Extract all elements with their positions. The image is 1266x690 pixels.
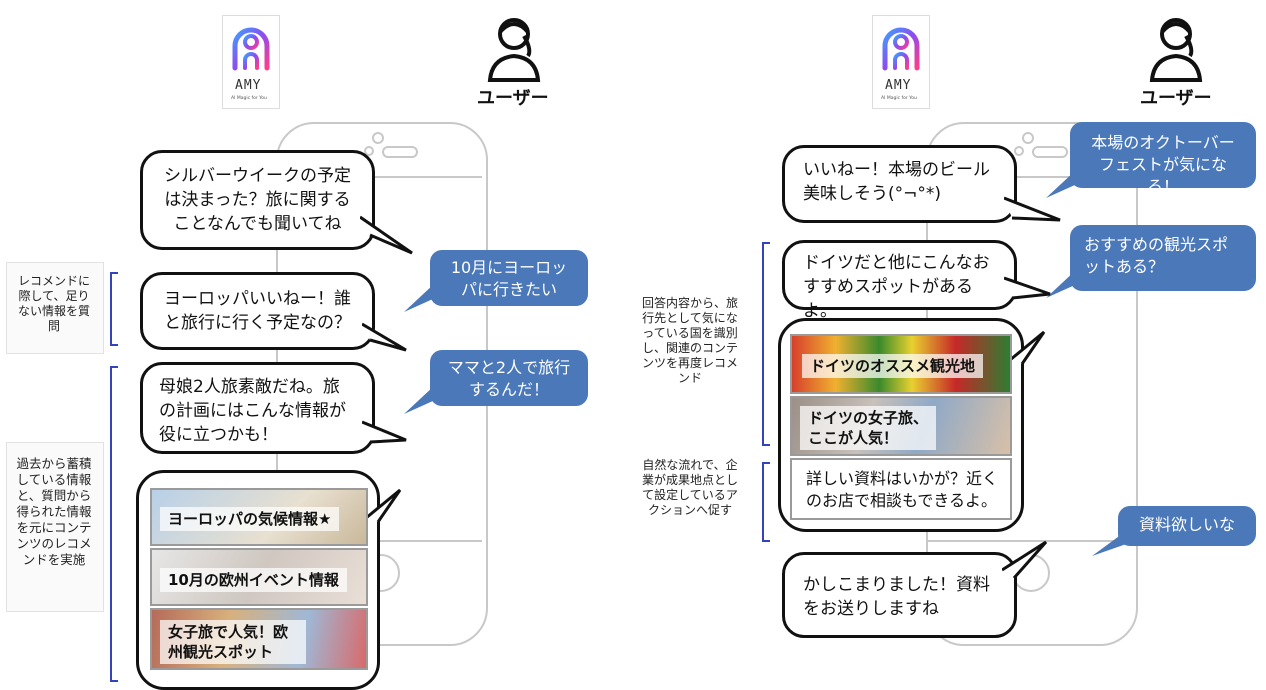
bubble-tail <box>362 322 407 352</box>
amy-logo: AMY AI Magic for You <box>222 15 280 109</box>
content-banner[interactable]: ヨーロッパの気候情報★ <box>150 488 368 546</box>
amy-tagline: AI Magic for You <box>231 96 267 101</box>
bubble-tail <box>1002 540 1048 579</box>
phone-speaker <box>382 146 418 158</box>
phone-screen-bottom <box>278 540 482 542</box>
annotation-brace <box>110 366 118 682</box>
annotation-brace <box>110 272 118 346</box>
content-banner[interactable]: 女子旅で人気！欧州観光スポット <box>150 608 368 670</box>
annotation-note: レコメンドに際して、足りない情報を質問 <box>17 274 90 333</box>
bot-message: ヨーロッパいいねー！誰と旅行に行く予定なの？ <box>140 272 375 350</box>
content-banner[interactable]: ドイツのオススメ観光地 <box>790 334 1012 394</box>
bot-message-text: ヨーロッパいいねー！誰と旅行に行く予定なの？ <box>164 289 351 333</box>
annotation-brace <box>762 242 770 446</box>
user-message: 10月にヨーロッパに行きたい <box>430 250 588 306</box>
phone-speaker <box>1032 146 1068 158</box>
user-bubble-tail <box>1046 170 1086 198</box>
user-bubble-tail <box>404 386 444 414</box>
phone-sensor <box>1014 146 1024 156</box>
user-message-text: ママと2人で旅行するんだ！ <box>447 358 571 399</box>
bot-message-text: シルバーウイークの予定は決まった？旅に関することなんでも聞いてね <box>164 166 351 234</box>
user-icon <box>1149 18 1203 82</box>
user-bubble-tail <box>1092 534 1132 556</box>
bubble-tail <box>1004 196 1061 222</box>
content-banner-label: ヨーロッパの気候情報★ <box>160 507 340 531</box>
user-message: 本場のオクトーバーフェストが気になる！ <box>1070 122 1256 196</box>
bot-message-text: いいねー！本場のビール美味しそう(°¬°*) <box>803 160 990 204</box>
user-label: ユーザー <box>477 88 549 109</box>
content-banner[interactable]: ドイツの女子旅、ここが人気！ <box>790 396 1012 456</box>
bot-message: シルバーウイークの予定は決まった？旅に関することなんでも聞いてね <box>140 150 375 250</box>
content-banner[interactable]: 詳しい資料はいかが？近くのお店で相談もできるよ。 <box>790 458 1012 520</box>
content-banner-label: ドイツのオススメ観光地 <box>802 354 984 378</box>
user-message-text: 10月にヨーロッパに行きたい <box>450 258 568 299</box>
phone-camera <box>1022 132 1034 144</box>
user-bubble-tail <box>1046 270 1086 298</box>
phone-screen-top <box>928 176 1132 178</box>
bot-message-text: ドイツだと他にこんなおすすめスポットがあるよ。 <box>803 253 990 321</box>
annotation-brace <box>762 462 770 542</box>
bot-message: ドイツだと他にこんなおすすめスポットがあるよ。 <box>782 240 1017 321</box>
bubble-tail <box>360 215 413 255</box>
amy-logo: AMY AI Magic for You <box>872 15 930 109</box>
user-bubble-tail <box>404 284 444 312</box>
note-box <box>6 442 104 612</box>
amy-tagline: AI Magic for You <box>881 96 917 101</box>
phone-camera <box>372 132 384 144</box>
content-banner[interactable]: 10月の欧州イベント情報 <box>150 548 368 606</box>
user-message-text: 資料欲しいな <box>1138 515 1235 534</box>
user-message: おすすめの観光スポットある？ <box>1070 225 1256 291</box>
content-banner-label: 女子旅で人気！欧州観光スポット <box>160 620 306 664</box>
amy-logo-icon <box>232 27 270 71</box>
phone-screen-top <box>278 176 482 178</box>
bubble-tail <box>362 420 407 444</box>
card-tail <box>1009 330 1046 365</box>
content-banner-label: ドイツの女子旅、ここが人気！ <box>800 406 936 450</box>
bot-message: いいねー！本場のビール美味しそう(°¬°*) <box>782 145 1017 223</box>
phone-screen-bottom <box>928 540 1132 542</box>
content-banner-text: 詳しい資料はいかが？近くのお店で相談もできるよ。 <box>806 469 999 510</box>
amy-wordmark: AMY <box>235 78 262 93</box>
bubble-tail <box>1004 276 1051 300</box>
user-message-text: 本場のオクトーバーフェストが気になる！ <box>1091 133 1235 196</box>
annotation-note: 自然な流れで、企業が成果地点として設定しているアクションへ促す <box>642 458 739 517</box>
user-label: ユーザー <box>1140 88 1212 109</box>
bot-message: 母娘2人旅素敵だね。旅の計画にはこんな情報が役に立つかも！ <box>140 362 375 454</box>
bot-message: かしこまりました！資料をお送りしますね <box>782 552 1017 638</box>
bot-message-text: 母娘2人旅素敵だね。旅の計画にはこんな情報が役に立つかも！ <box>159 377 346 445</box>
phone-sensor <box>364 146 374 156</box>
user-message: 資料欲しいな <box>1118 506 1256 546</box>
annotation-note: 過去から蓄積している情報と、質問から得られた情報を元にコンテンツのレコメンドを実… <box>16 456 92 567</box>
card-tail <box>365 488 402 523</box>
content-banner-label: 10月の欧州イベント情報 <box>160 568 347 592</box>
user-message-text: おすすめの観光スポットある？ <box>1084 235 1229 276</box>
amy-logo-icon <box>882 27 920 71</box>
bot-message-text: かしこまりました！資料をお送りしますね <box>803 575 990 619</box>
note-box <box>6 262 104 354</box>
user-icon <box>487 18 541 82</box>
user-message: ママと2人で旅行するんだ！ <box>430 350 588 406</box>
annotation-note: 回答内容から、旅行先として気になっている国を識別し、関連のコンテンツを再度レコメ… <box>642 296 739 385</box>
amy-wordmark: AMY <box>885 78 912 93</box>
